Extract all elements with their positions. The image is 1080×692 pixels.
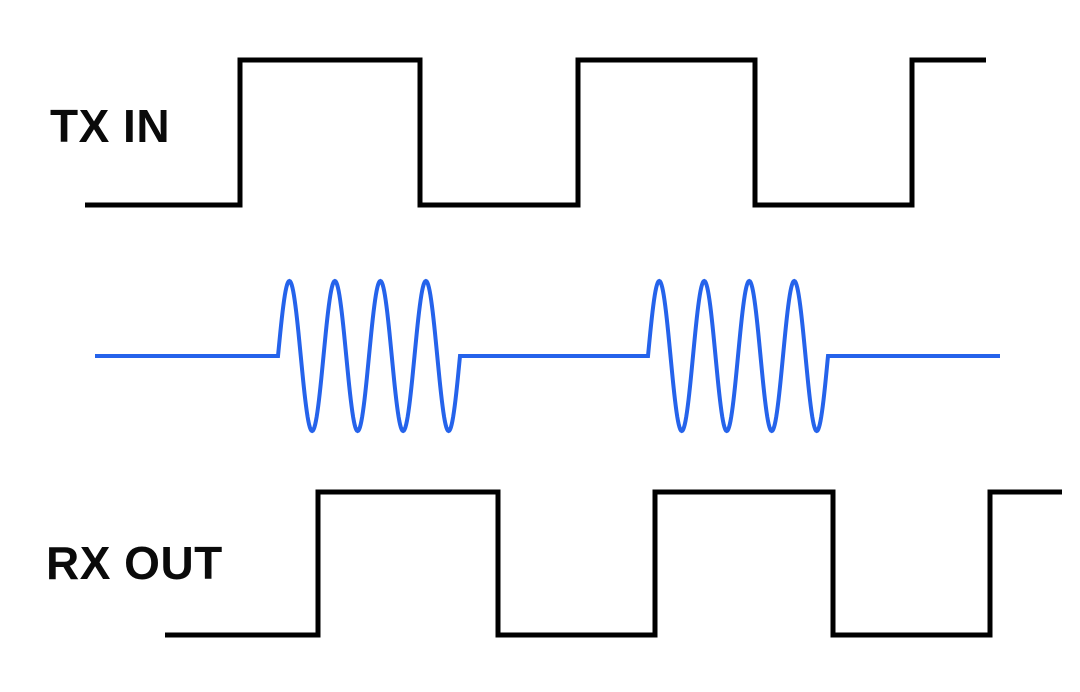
rx-out-label: RX OUT (46, 537, 223, 589)
rx-out-waveform (165, 489, 1062, 638)
carrier-burst-waveform (95, 278, 1000, 434)
tx-in-label: TX IN (50, 100, 171, 152)
tx-in-waveform (85, 57, 986, 208)
